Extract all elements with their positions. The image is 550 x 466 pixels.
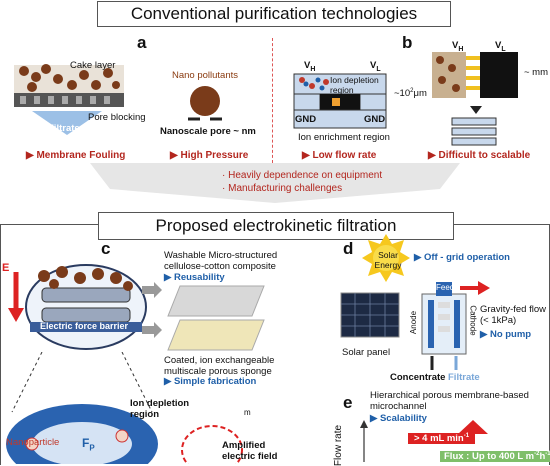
ion-depletion-label-c: Ion depletion region (130, 398, 190, 420)
top-section-title: Conventional purification technologies (97, 1, 451, 27)
caption-low-flow-rate: ▶ Low flow rate (302, 150, 377, 161)
challenges-banner (90, 163, 460, 203)
nanoparticle-pore-illustration (188, 86, 222, 121)
challenge-2: · Manufacturing challenges (222, 183, 343, 194)
porous-sponge-image (167, 319, 265, 351)
ion-depletion-label-b: Ion depletion region (330, 75, 379, 95)
challenge-1: · Heavily dependence on equipment (222, 170, 383, 181)
no-pump-label: ▶ No pump (480, 329, 532, 340)
mm-label: ~ mm (524, 67, 549, 78)
amplified-label: Amplified electric field (222, 440, 278, 462)
coated-sponge-label: Coated, ion exchangeable multiscale poro… (164, 355, 275, 377)
washable-label: Washable Micro-structured cellulose-cott… (164, 250, 278, 272)
gnd-label-left: GND (295, 114, 317, 125)
solar-panel-label: Solar panel (342, 347, 391, 358)
nanochannel-device-illustration (293, 73, 387, 129)
flow-rate-value: > 4 mL min-1 (408, 433, 476, 445)
scaled-device-illustration (432, 52, 518, 146)
zoom-arrows (142, 282, 162, 338)
flow-rate-axis-label: Flow rate (333, 424, 345, 466)
panel-c-letter: c (101, 239, 111, 258)
fp-label: FP (82, 436, 95, 453)
solar-panel-illustration (340, 292, 400, 338)
filtrate-label-a: Filtrate (48, 123, 80, 134)
scalability-label: ▶ Scalability (370, 413, 427, 424)
solar-energy-label: Solar Energy (374, 250, 402, 270)
nanoparticle-label: Nanoparticle (6, 437, 60, 448)
offgrid-label: ▶ Off - grid operation (414, 252, 510, 263)
caption-difficult-scalable: ▶ Difficult to scalable (428, 150, 531, 161)
filtrate-label-d: Filtrate (448, 372, 480, 383)
e-field-arrow (8, 272, 24, 322)
anode-label: Anode (409, 310, 419, 335)
cake-layer-label: Cake layer (70, 60, 116, 71)
panel-b-letter: b (402, 33, 413, 52)
vl-label-2: VL (495, 40, 506, 53)
filtration-device-illustration (421, 282, 467, 370)
m-label: m (244, 408, 251, 417)
red-arrow-right (460, 281, 490, 295)
panel-divider (272, 38, 273, 163)
pore-blocking-label: Pore blocking (88, 112, 146, 123)
ion-enrichment-label: Ion enrichment region (298, 132, 390, 143)
electric-barrier-label: Electric force barrier (40, 321, 129, 331)
simple-fabrication-label: ▶ Simple fabrication (164, 376, 257, 387)
flux-value: Flux : Up to 400 L m-2h-1 (440, 451, 550, 463)
nano-pollutants-label: Nano pollutants (172, 70, 239, 81)
vl-label: VL (370, 60, 381, 73)
vh-label: VH (304, 60, 316, 73)
flow-rate-up-arrow (458, 420, 488, 434)
e-field-label: E (2, 262, 10, 274)
hierarchical-label: Hierarchical porous membrane-based micro… (370, 390, 529, 412)
membrane-fouling-illustration (14, 64, 124, 135)
ion-depletion-zoom-illustration (6, 352, 243, 464)
cathode-label: Cathode (468, 305, 478, 336)
reusability-label: ▶ Reusability (164, 272, 225, 283)
vh-label-2: VH (452, 40, 464, 53)
gravity-fed-label: Gravity-fed flow (< 1kPa) (480, 304, 546, 326)
sun-icon (362, 234, 410, 282)
concentrate-label: Concentrate (390, 372, 446, 383)
feed-label: Feed (436, 283, 455, 292)
gnd-label-right: GND (364, 114, 386, 125)
bottom-section-title: Proposed electrokinetic filtration (98, 212, 454, 240)
channel-height-label: ~102μm (394, 88, 427, 100)
electric-barrier-illustration (25, 264, 147, 350)
panel-a-letter: a (137, 33, 147, 52)
nanoscale-pore-label: Nanoscale pore ~ nm (160, 126, 256, 137)
flow-rate-axis (360, 420, 368, 462)
caption-membrane-fouling: ▶ Membrane Fouling (26, 150, 126, 161)
panel-e-letter: e (343, 393, 353, 412)
bottom-title-text: Proposed electrokinetic filtration (155, 216, 397, 235)
panel-d-letter: d (343, 239, 354, 258)
cellulose-composite-image (167, 285, 265, 317)
top-title-text: Conventional purification technologies (130, 4, 418, 23)
caption-high-pressure: ▶ High Pressure (170, 150, 249, 161)
